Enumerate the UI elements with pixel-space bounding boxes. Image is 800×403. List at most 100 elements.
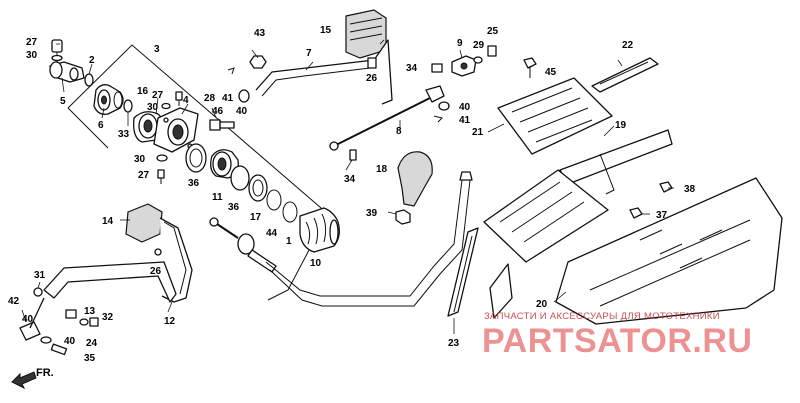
label-42: 42 — [8, 296, 20, 307]
seal-36b — [230, 165, 250, 191]
bolt-27c — [157, 169, 165, 184]
pin-28 — [211, 107, 217, 119]
label-36a: 36 — [188, 178, 200, 189]
bolt-34b — [349, 149, 357, 161]
label-40c: 40 — [459, 102, 471, 113]
label-38: 38 — [684, 184, 696, 195]
cover-14 — [125, 203, 163, 243]
bolt-13 — [65, 309, 77, 319]
label-31: 31 — [34, 270, 46, 281]
clip-44 — [266, 189, 282, 211]
label-1: 1 — [286, 236, 292, 247]
label-41a: 41 — [222, 93, 234, 104]
label-16: 16 — [137, 86, 149, 97]
watermark-tagline: ЗАПЧАСТИ И АКСЕССУАРЫ ДЛЯ МОТОТЕХНИКИ — [484, 311, 720, 322]
label-27b: 27 — [152, 90, 164, 101]
label-27a: 27 — [26, 37, 38, 48]
label-3: 3 — [154, 44, 160, 55]
label-9: 9 — [457, 38, 463, 49]
knob-18 — [397, 151, 433, 207]
label-30c: 30 — [134, 154, 146, 165]
label-40d: 40 — [64, 336, 76, 347]
linkage-rod-8 — [329, 85, 445, 151]
bolt-35 — [50, 343, 68, 356]
leader-lines — [21, 39, 674, 334]
bearing-11 — [210, 149, 239, 179]
seal-33 — [123, 99, 133, 113]
grille-21 — [497, 77, 613, 155]
label-29: 29 — [473, 40, 485, 51]
label-30b: 30 — [147, 102, 159, 113]
part-labels: 27 30 2 5 6 33 3 16 27 30 4 28 41 46 40 … — [8, 25, 696, 364]
flange-4 — [153, 107, 199, 153]
label-23: 23 — [448, 338, 460, 349]
strap-23 — [447, 227, 479, 317]
label-24: 24 — [86, 338, 98, 349]
label-11: 11 — [212, 192, 223, 203]
label-6: 6 — [98, 120, 104, 131]
label-40b: 40 — [22, 314, 34, 325]
front-direction-arrow — [11, 371, 37, 390]
boot-10 — [299, 207, 340, 253]
pin-41a — [227, 67, 235, 75]
label-17: 17 — [250, 212, 262, 223]
nut-39 — [395, 209, 411, 225]
label-5: 5 — [60, 96, 66, 107]
front-direction-label: FR. — [36, 367, 54, 379]
label-40a: 40 — [236, 106, 248, 117]
label-30a: 30 — [26, 50, 38, 61]
bolt-37 — [629, 207, 643, 219]
label-4: 4 — [183, 95, 189, 106]
label-41b: 41 — [459, 115, 471, 126]
pedal-arm — [19, 261, 177, 341]
label-37: 37 — [656, 210, 668, 221]
bolt-25 — [487, 45, 497, 57]
joint-9 — [451, 55, 477, 77]
label-22: 22 — [622, 40, 634, 51]
watermark-brand: PARTSATOR.RU — [482, 322, 752, 360]
bolt-32 — [89, 317, 99, 327]
label-7: 7 — [306, 48, 312, 59]
label-39: 39 — [366, 208, 378, 219]
bolt-34a — [431, 63, 443, 73]
clip-2 — [84, 73, 94, 87]
label-27c: 27 — [138, 170, 150, 181]
seal-36a — [185, 143, 207, 173]
bolt-45 — [523, 57, 537, 78]
bolt-26a — [367, 57, 377, 69]
washer-30b — [161, 102, 171, 110]
label-12: 12 — [164, 316, 176, 327]
label-26a: 26 — [366, 73, 378, 84]
label-45: 45 — [545, 67, 557, 78]
label-46: 46 — [212, 106, 224, 117]
clip-1 — [282, 201, 298, 223]
label-36b: 36 — [228, 202, 240, 213]
boot-6 — [93, 84, 124, 115]
bolt-46 — [209, 119, 235, 131]
washer-40c — [438, 101, 450, 111]
label-43: 43 — [254, 28, 266, 39]
label-28: 28 — [204, 93, 216, 104]
shift-rod — [209, 171, 473, 307]
nut-43 — [249, 55, 267, 69]
label-19: 19 — [615, 120, 627, 131]
washer-30c — [156, 154, 168, 162]
label-33: 33 — [118, 129, 130, 140]
label-13: 13 — [84, 306, 96, 317]
label-2: 2 — [89, 55, 95, 66]
label-21: 21 — [472, 127, 484, 138]
label-10: 10 — [310, 258, 322, 269]
joint-5 — [49, 39, 85, 83]
cover-20 — [555, 177, 783, 325]
label-35: 35 — [84, 353, 96, 364]
label-25: 25 — [487, 26, 499, 37]
label-18: 18 — [376, 164, 388, 175]
pin-41b — [433, 115, 443, 123]
label-32: 32 — [102, 312, 114, 323]
label-26b: 26 — [150, 266, 162, 277]
small-bolt-27b — [175, 91, 183, 106]
panel-lower — [483, 169, 609, 319]
label-15: 15 — [320, 25, 332, 36]
